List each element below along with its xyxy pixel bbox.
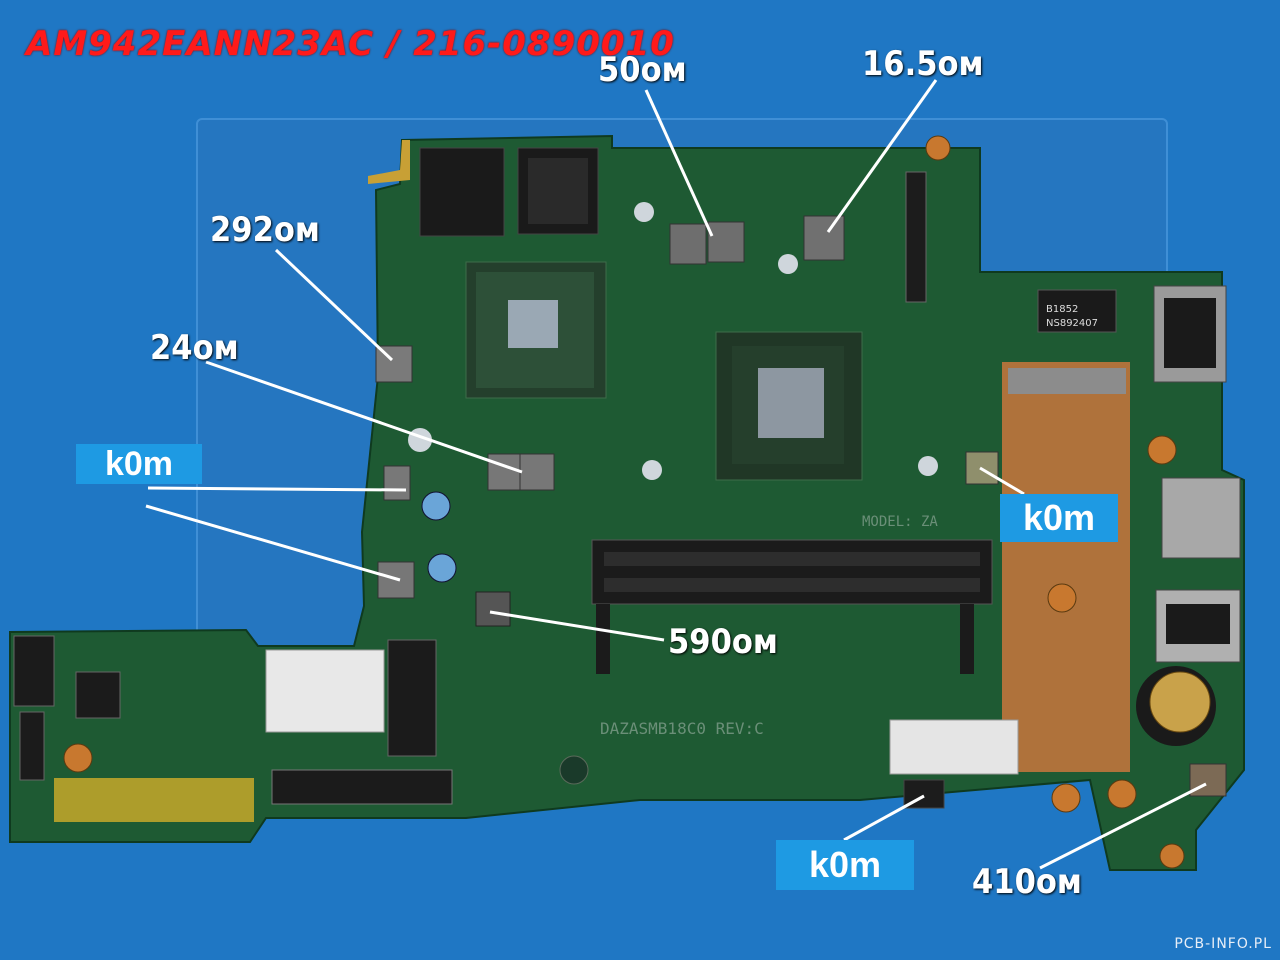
- left-connector-1: [13, 635, 55, 707]
- inductor-5: [383, 465, 411, 501]
- ram-slot-pins-2: [604, 578, 980, 592]
- ram-latch-left: [596, 604, 610, 674]
- hdmi-port: [1161, 477, 1241, 559]
- inductor-7: [475, 591, 511, 627]
- mount-hole-2: [1147, 435, 1177, 465]
- capacitor-1: [421, 491, 451, 521]
- edp-connector: [905, 171, 927, 303]
- label-292-ohm: 292ом: [210, 210, 320, 250]
- inductor-2: [707, 221, 745, 263]
- cmos-battery: [1149, 671, 1211, 733]
- lan-chip-text: B1852: [1046, 304, 1078, 315]
- ram-latch-right: [960, 604, 974, 674]
- label-16-5-ohm: 16.5ом: [862, 44, 984, 84]
- board-id-title: AM942EANN23AC / 216-0890010: [26, 24, 675, 64]
- serial-sticker: [889, 719, 1019, 775]
- mount-hole-10: [778, 254, 798, 274]
- mount-hole-4: [1051, 783, 1081, 813]
- label-24-ohm: 24ом: [150, 328, 239, 368]
- mount-hole-3: [1047, 583, 1077, 613]
- bottom-ffc-connector: [271, 769, 453, 805]
- inductor-3: [803, 215, 845, 261]
- gpu-die: [508, 300, 558, 348]
- ram-slot-pins-1: [604, 552, 980, 566]
- left-connector-2: [19, 711, 45, 781]
- vram-chip-1: [419, 147, 505, 237]
- mount-hole-12: [642, 460, 662, 480]
- wifi-label-sticker: [265, 649, 385, 733]
- copper-shield: [1002, 362, 1130, 772]
- mosfet-1: [487, 453, 521, 491]
- watermark: PCB-INFO.PL: [1174, 936, 1272, 952]
- inductor-8: [965, 451, 999, 485]
- cpu-die: [758, 368, 824, 438]
- mount-hole-7: [63, 743, 93, 773]
- small-chip: [903, 779, 945, 809]
- inductor-4: [375, 345, 413, 383]
- mount-hole-5: [1107, 779, 1137, 809]
- kapton-tape: [54, 778, 254, 822]
- usb-opening: [1166, 604, 1230, 644]
- lan-transformer: [1037, 289, 1117, 333]
- left-connector-3: [75, 671, 121, 719]
- badge-k0m-bottom: k0m: [776, 840, 914, 890]
- mount-hole-6: [1159, 843, 1185, 869]
- capacitor-2: [427, 553, 457, 583]
- badge-k0m-left: k0m: [76, 444, 202, 484]
- board-model-text: MODEL: ZA: [862, 514, 938, 530]
- mount-hole-13: [918, 456, 938, 476]
- lan-chip-text-2: NS892407: [1046, 318, 1098, 329]
- m2-connector: [387, 639, 437, 757]
- badge-k0m-right: k0m: [1000, 494, 1118, 542]
- label-50-ohm: 50ом: [598, 50, 687, 90]
- inductor-1: [669, 223, 707, 265]
- mount-hole-1: [925, 135, 951, 161]
- mount-hole-8: [559, 755, 589, 785]
- mosfet-2: [519, 453, 555, 491]
- mount-hole-9: [634, 202, 654, 222]
- shield-connector: [1008, 368, 1126, 394]
- board-rev-text: DAZASMB18C0 REV:C: [600, 719, 764, 738]
- vram-chip-2-die: [528, 158, 588, 224]
- label-590-ohm: 590ом: [668, 622, 778, 662]
- gold-corner: [368, 140, 410, 184]
- inductor-9: [1189, 763, 1227, 797]
- ram-slot: [591, 539, 993, 605]
- label-410-ohm: 410ом: [972, 862, 1082, 902]
- rj45-opening: [1164, 298, 1216, 368]
- mount-hole-11: [408, 428, 432, 452]
- inductor-6: [377, 561, 415, 599]
